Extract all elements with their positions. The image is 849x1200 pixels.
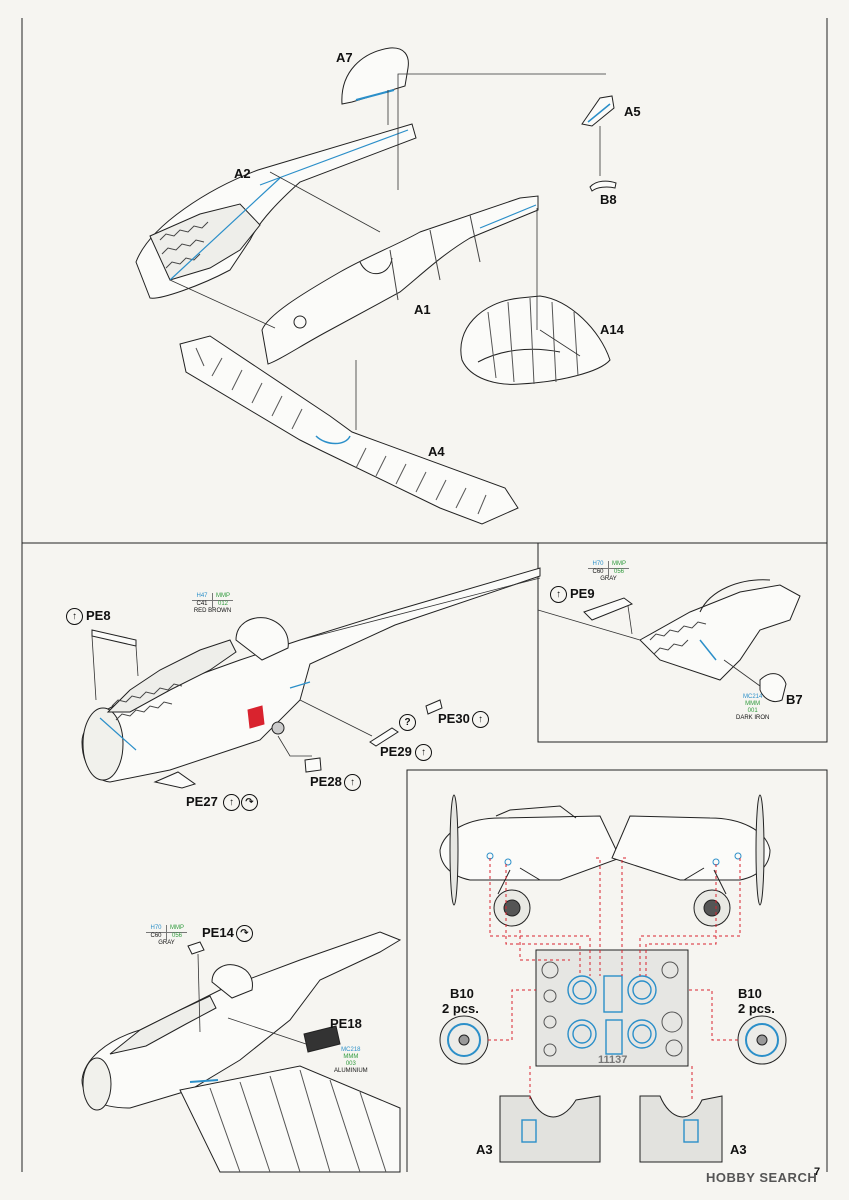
color-callout-aluminium: MC218 MMM 003 ALUMINIUM — [334, 1047, 368, 1075]
part-label-a4: A4 — [428, 444, 445, 459]
part-label-b8: B8 — [600, 192, 617, 207]
color-code-mc: MC214 — [743, 694, 763, 700]
flip-arrow-icon: ↑ — [66, 608, 83, 625]
part-label-pe30: PE30 — [438, 711, 470, 726]
bend-icon: ↷ — [241, 794, 258, 811]
part-label-pe28: PE28 — [310, 774, 342, 789]
color-code-mc: MC218 — [341, 1047, 361, 1053]
part-label-a3-right: A3 — [730, 1142, 747, 1157]
panel-frame — [21, 18, 828, 1172]
part-label-b10-right: B10 — [738, 986, 762, 1001]
question-icon: ? — [399, 714, 416, 731]
color-name: DARK IRON — [736, 715, 770, 721]
part-label-pe8: PE8 — [86, 608, 111, 623]
quantity-label-left: 2 pcs. — [442, 1001, 479, 1016]
color-code-m: MMP — [213, 593, 233, 601]
color-name: GRAY — [158, 940, 175, 946]
color-code-n: 003 — [345, 1061, 356, 1067]
part-label-a3-left: A3 — [476, 1142, 493, 1157]
part-label-pe18: PE18 — [330, 1016, 362, 1031]
color-code-m: MMP — [609, 561, 629, 569]
color-code-h: H70 — [146, 925, 167, 933]
color-callout-dark-iron: MC214 MMM 001 DARK IRON — [736, 694, 769, 722]
part-label-a2: A2 — [234, 166, 251, 181]
quantity-label-right: 2 pcs. — [738, 1001, 775, 1016]
step3-detail — [537, 579, 801, 703]
color-code-n: 056 — [613, 569, 624, 575]
color-code-m: MMP — [167, 925, 187, 933]
part-label-pe9: PE9 — [570, 586, 595, 601]
part-label-pe27: PE27 — [186, 794, 218, 809]
color-code-n: 012 — [217, 601, 228, 607]
color-code-c: C60 — [588, 569, 609, 576]
flip-arrow-icon: ↑ — [223, 794, 240, 811]
color-code-n: 056 — [171, 933, 182, 939]
flip-arrow-icon: ↑ — [550, 586, 567, 603]
part-label-a5: A5 — [624, 104, 641, 119]
flip-arrow-icon: ↑ — [472, 711, 489, 728]
color-name: GRAY — [600, 576, 617, 582]
color-code-mmm: MMM — [343, 1054, 359, 1060]
step1-assembly — [135, 47, 617, 525]
part-label-pe29: PE29 — [380, 744, 412, 759]
step4-assembly — [81, 931, 402, 1173]
part-label-b10-left: B10 — [450, 986, 474, 1001]
color-code-h: H47 — [192, 593, 213, 601]
watermark: HOBBY SEARCH — [706, 1170, 818, 1185]
color-code-c: C60 — [146, 933, 167, 940]
part-label-a1: A1 — [414, 302, 431, 317]
flip-arrow-icon: ↑ — [344, 774, 361, 791]
flip-arrow-icon: ↑ — [415, 744, 432, 761]
color-code-n: 001 — [747, 708, 758, 714]
page-number: 7 — [814, 1166, 821, 1178]
color-code-h: H70 — [588, 561, 609, 569]
bend-icon: ↷ — [236, 925, 253, 942]
part-label-a7: A7 — [336, 50, 353, 65]
part-label-a14: A14 — [600, 322, 624, 337]
color-code-c: C41 — [192, 601, 213, 608]
color-name: RED BROWN — [193, 608, 232, 614]
fret-code: 11137 — [598, 1054, 628, 1066]
color-code-mmm: MMM — [745, 701, 761, 707]
step2-assembly — [81, 567, 541, 789]
color-name: ALUMINIUM — [334, 1068, 368, 1074]
part-label-b7: B7 — [786, 692, 803, 707]
step5-landing-gear — [439, 794, 787, 1163]
part-label-pe14: PE14 — [202, 925, 234, 940]
